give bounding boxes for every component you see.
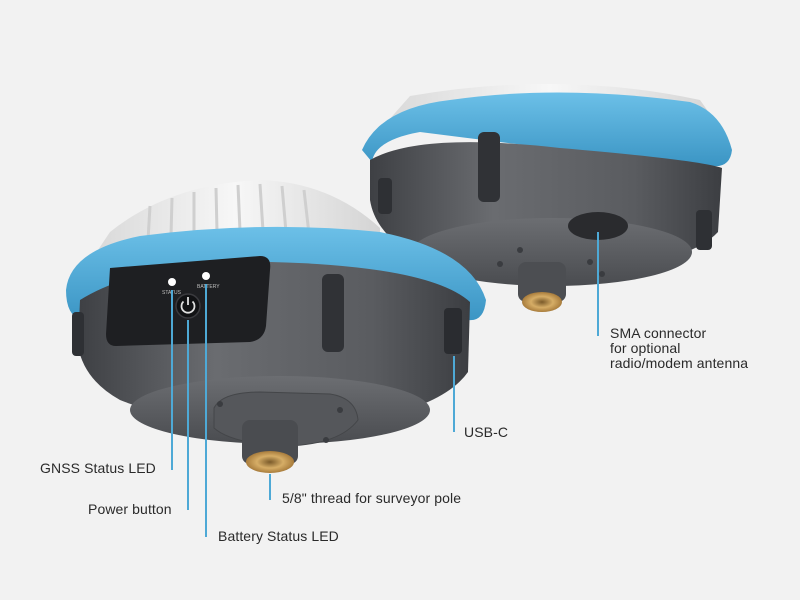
battery-status-led-label: Battery Status LED	[218, 528, 339, 544]
receiver-rear-view	[362, 83, 732, 312]
leader-lines	[171, 232, 599, 537]
rear-bottom-plate	[412, 218, 692, 286]
power-button	[175, 293, 201, 319]
screw	[587, 259, 593, 265]
screw	[517, 247, 523, 253]
sma-label-line2: for optional	[610, 340, 681, 356]
rear-side-slot	[478, 132, 500, 202]
gnss-status-led	[168, 278, 176, 286]
gnss-status-led-label: GNSS Status LED	[40, 460, 156, 476]
front-side-slot	[322, 274, 344, 352]
usb-c-label: USB-C	[464, 424, 509, 440]
battery-label: BATTERY	[197, 284, 220, 290]
rear-mount	[518, 262, 566, 302]
front-mount	[242, 420, 298, 464]
sma-connector	[568, 212, 628, 240]
screw	[599, 271, 605, 277]
power-icon	[180, 297, 196, 314]
rear-blue-bumper	[362, 92, 732, 167]
thread-label: 5/8" thread for surveyor pole	[282, 490, 462, 506]
rear-side-slot	[378, 178, 392, 214]
screw	[217, 401, 223, 407]
rear-side-slot	[696, 210, 712, 250]
power-button-label: Power button	[88, 501, 172, 517]
screw	[323, 437, 329, 443]
sma-label-line1: SMA connector	[610, 325, 707, 341]
screw	[337, 407, 343, 413]
front-side-slot	[72, 312, 84, 356]
screw	[497, 261, 503, 267]
front-brass-thread	[246, 451, 294, 473]
usb-c-port	[444, 308, 462, 354]
battery-status-led	[202, 272, 210, 280]
front-top-ribs	[146, 183, 311, 241]
sma-label-line3: radio/modem antenna	[610, 355, 749, 371]
front-blue-bumper	[66, 226, 486, 321]
sma-connector-label: SMA connector for optional radio/modem a…	[610, 326, 748, 371]
rear-brass-thread	[522, 292, 562, 312]
